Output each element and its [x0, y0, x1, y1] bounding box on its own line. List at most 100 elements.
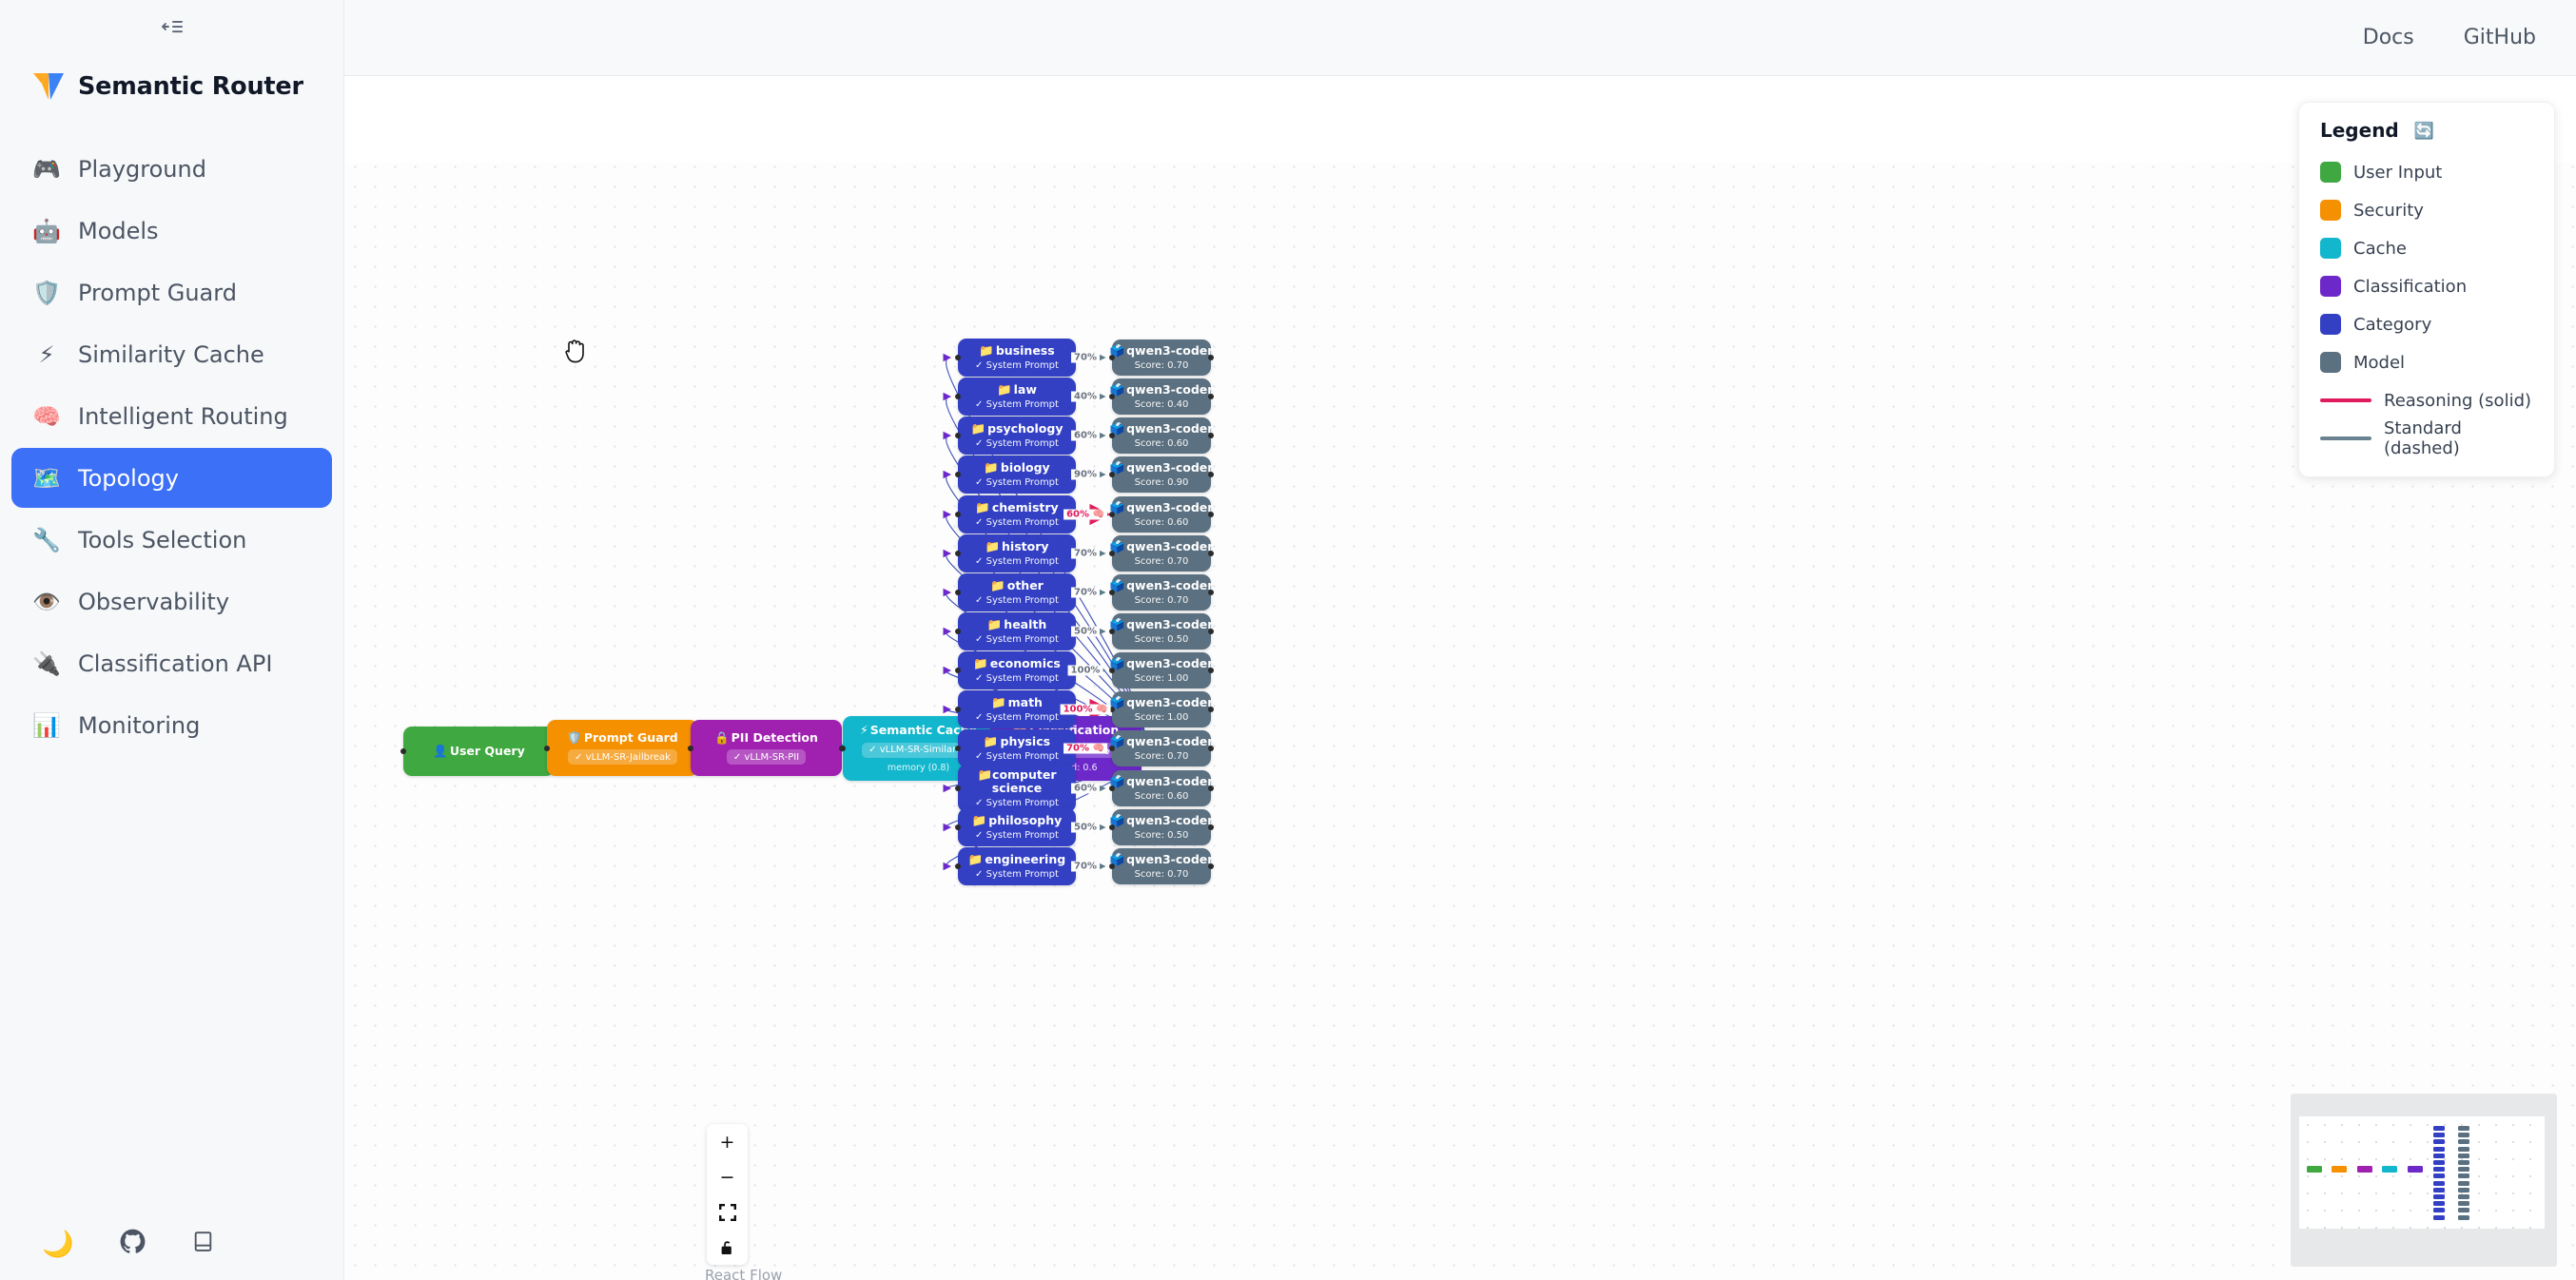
port-right[interactable]: [1208, 629, 1214, 634]
node-user-query[interactable]: 👤User Query: [400, 727, 557, 776]
fit-view-icon[interactable]: [707, 1194, 748, 1230]
port-right[interactable]: [1208, 863, 1214, 869]
port-left[interactable]: [955, 707, 961, 712]
lock-icon[interactable]: [707, 1230, 748, 1265]
topbar-docs-link[interactable]: Docs: [2362, 26, 2414, 49]
port-left[interactable]: [1109, 512, 1115, 517]
node-category-computer-science[interactable]: 📁computer science✓ System Prompt: [955, 765, 1079, 812]
port-left[interactable]: [840, 746, 846, 751]
port-left[interactable]: [1109, 394, 1115, 399]
zoom-in-button[interactable]: +: [719, 1131, 735, 1153]
refresh-icon[interactable]: 🔄: [2413, 121, 2434, 140]
port-left[interactable]: [955, 433, 961, 438]
sidebar-item-tools-selection[interactable]: 🔧 Tools Selection: [11, 510, 332, 570]
port-right[interactable]: [1208, 355, 1214, 360]
port-left[interactable]: [955, 590, 961, 595]
node-category-history[interactable]: 📁history✓ System Prompt: [955, 534, 1079, 572]
node-category-law[interactable]: 📁law✓ System Prompt: [955, 378, 1079, 416]
topology-canvas[interactable]: 👤User Query🛡️Prompt Guard✓ vLLM-SR-Jailb…: [345, 77, 2576, 1280]
port-left[interactable]: [955, 785, 961, 791]
port-right[interactable]: [1208, 746, 1214, 751]
port-left[interactable]: [1109, 355, 1115, 360]
node-prompt-guard[interactable]: 🛡️Prompt Guard✓ vLLM-SR-Jailbreak: [544, 720, 701, 776]
port-left[interactable]: [688, 745, 693, 751]
port-left[interactable]: [955, 355, 961, 360]
node-category-other[interactable]: 📁other✓ System Prompt: [955, 573, 1079, 611]
brand[interactable]: Semantic Router: [0, 53, 343, 114]
port-left[interactable]: [544, 745, 550, 751]
port-left[interactable]: [1109, 863, 1115, 869]
sidebar-item-classification-api[interactable]: 🔌 Classification API: [11, 633, 332, 693]
sidebar-item-models[interactable]: 🤖 Models: [11, 201, 332, 261]
node-category-physics[interactable]: 📁physics✓ System Prompt: [955, 729, 1079, 767]
node-category-economics[interactable]: 📁economics✓ System Prompt: [955, 651, 1079, 689]
sidebar-item-topology[interactable]: 🗺️ Topology: [11, 448, 332, 508]
port-right[interactable]: [1208, 668, 1214, 673]
node-category-math[interactable]: 📁math✓ System Prompt: [955, 690, 1079, 728]
port-left[interactable]: [1109, 785, 1115, 791]
port-left[interactable]: [955, 746, 961, 751]
port-left[interactable]: [400, 748, 406, 754]
github-icon[interactable]: [120, 1229, 146, 1259]
node-category-biology[interactable]: 📁biology✓ System Prompt: [955, 456, 1079, 494]
sidebar-item-prompt-guard[interactable]: 🛡️ Prompt Guard: [11, 262, 332, 322]
port-left[interactable]: [1109, 629, 1115, 634]
port-right[interactable]: [1208, 707, 1214, 712]
port-left[interactable]: [955, 629, 961, 634]
port-left[interactable]: [1109, 590, 1115, 595]
zoom-out-button[interactable]: −: [719, 1166, 735, 1188]
moon-icon[interactable]: 🌙: [42, 1229, 74, 1258]
node-category-business[interactable]: 📁business✓ System Prompt: [955, 339, 1079, 377]
port-left[interactable]: [1109, 551, 1115, 556]
port-right[interactable]: [1208, 590, 1214, 595]
sidebar-item-playground[interactable]: 🎮 Playground: [11, 139, 332, 199]
port-left[interactable]: [955, 472, 961, 477]
port-right[interactable]: [1208, 433, 1214, 438]
port-left[interactable]: [955, 863, 961, 869]
port-right[interactable]: [1208, 472, 1214, 477]
port-left[interactable]: [955, 668, 961, 673]
port-right[interactable]: [1208, 551, 1214, 556]
node-pii-detection[interactable]: 🔒PII Detection✓ vLLM-SR-PII: [688, 720, 845, 776]
sidebar-item-observability[interactable]: 👁️ Observability: [11, 572, 332, 631]
sidebar-item-similarity-cache[interactable]: ⚡ Similarity Cache: [11, 324, 332, 384]
port-right[interactable]: [1208, 824, 1214, 830]
collapse-sidebar-icon[interactable]: [151, 12, 193, 41]
port-right[interactable]: [1208, 512, 1214, 517]
node-category-engineering[interactable]: 📁engineering✓ System Prompt: [955, 847, 1079, 885]
port-left[interactable]: [955, 512, 961, 517]
book-icon[interactable]: [191, 1230, 215, 1258]
node-category-philosophy[interactable]: 📁philosophy✓ System Prompt: [955, 808, 1079, 846]
port-left[interactable]: [1109, 668, 1115, 673]
port-left[interactable]: [955, 824, 961, 830]
node-category-psychology[interactable]: 📁psychology✓ System Prompt: [955, 417, 1079, 455]
port-right[interactable]: [1208, 394, 1214, 399]
port-left[interactable]: [1109, 433, 1115, 438]
node-category-health[interactable]: 📁health✓ System Prompt: [955, 612, 1079, 650]
port-left[interactable]: [1109, 707, 1115, 712]
minimap[interactable]: [2291, 1094, 2557, 1267]
port-left[interactable]: [955, 394, 961, 399]
node-category-chemistry[interactable]: 📁chemistry✓ System Prompt: [955, 495, 1079, 533]
port-left[interactable]: [1109, 746, 1115, 751]
sidebar-item-monitoring[interactable]: 📊 Monitoring: [11, 695, 332, 755]
sidebar-item-intelligent-routing[interactable]: 🧠 Intelligent Routing: [11, 386, 332, 446]
port-right[interactable]: [1208, 785, 1214, 791]
port-left[interactable]: [955, 551, 961, 556]
port-left[interactable]: [1109, 472, 1115, 477]
port-left[interactable]: [1109, 824, 1115, 830]
react-flow-attribution[interactable]: React Flow: [705, 1267, 783, 1280]
